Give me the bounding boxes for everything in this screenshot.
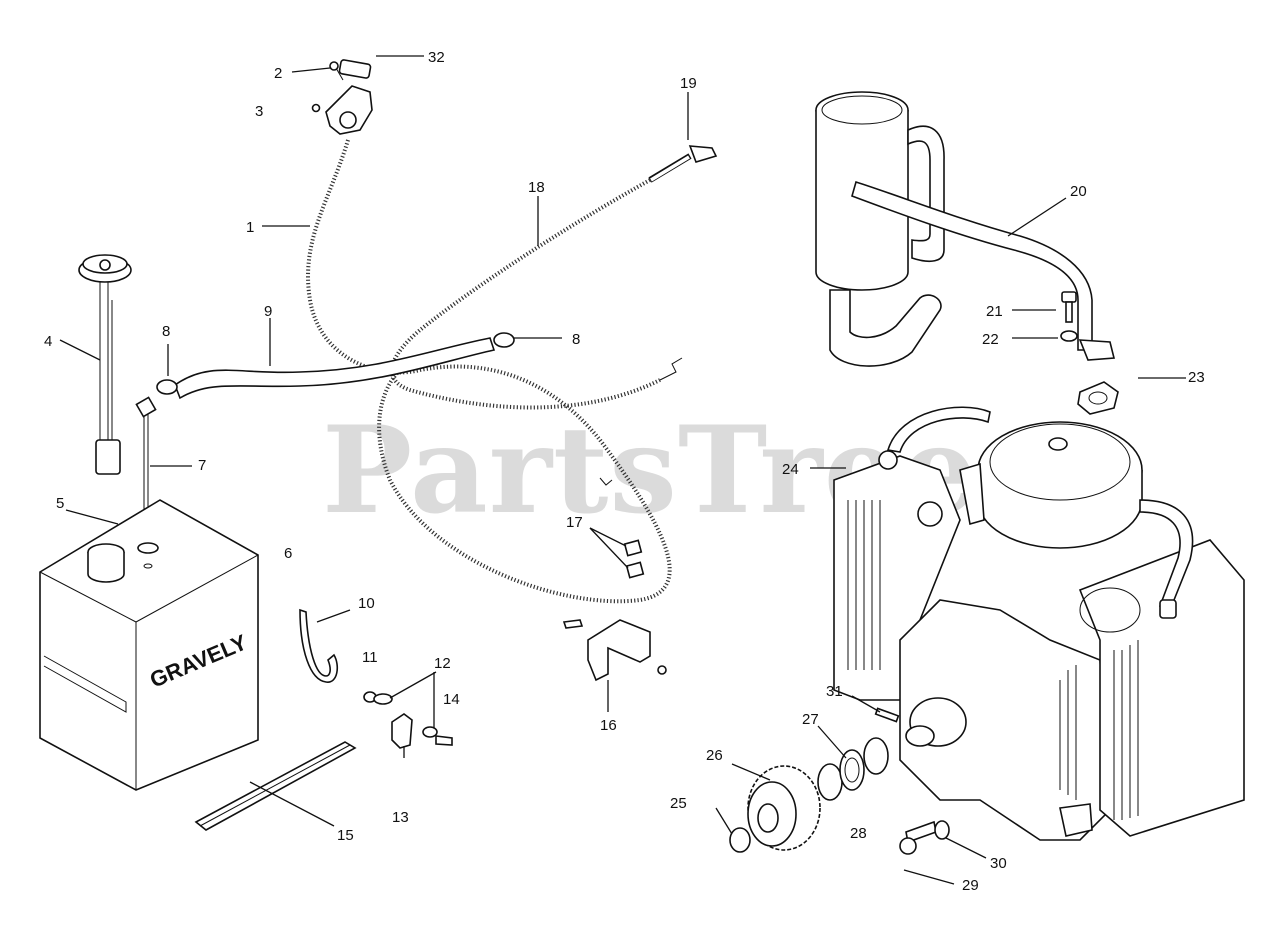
fuel-gauge-sender [78, 254, 132, 475]
callout-18: 18 [528, 179, 545, 196]
choke-cable [389, 178, 661, 410]
muffler [815, 91, 1116, 367]
muffler-bolt [1060, 291, 1078, 342]
tank-rail [194, 741, 357, 831]
callout-29: 29 [962, 877, 979, 894]
cable-bracket [562, 619, 667, 682]
throttle-control [311, 59, 373, 135]
callout-24: 24 [782, 461, 799, 478]
pto-gear [747, 765, 821, 851]
callout-10: 10 [358, 595, 375, 612]
callout-32: 32 [428, 49, 445, 66]
callout-6: 6 [284, 545, 292, 562]
leader-lines [59, 55, 1186, 885]
callout-13: 13 [392, 809, 409, 826]
callout-1: 1 [246, 219, 254, 236]
fuel-line [174, 337, 496, 400]
callout-27: 27 [802, 711, 819, 728]
callout-3: 3 [255, 103, 263, 120]
hose-clamp [156, 332, 515, 395]
callout-12: 12 [434, 655, 451, 672]
throttle-cable [306, 139, 672, 604]
engine [833, 406, 1245, 841]
gear-bolt [899, 820, 950, 855]
callout-23: 23 [1188, 369, 1205, 386]
callout-labels: 1 2 3 4 5 6 7 8 8 9 10 11 12 13 14 15 16… [44, 49, 1205, 894]
callout-30: 30 [990, 855, 1007, 872]
retaining-ring [729, 827, 751, 853]
callout-4: 4 [44, 333, 52, 350]
cable-end-clip [599, 477, 613, 486]
shaft-key [874, 707, 900, 723]
callout-25: 25 [670, 795, 687, 812]
thrust-washers [817, 737, 889, 801]
callout-28: 28 [850, 825, 867, 842]
callout-7: 7 [198, 457, 206, 474]
callout-21: 21 [986, 303, 1003, 320]
callout-8: 8 [162, 323, 170, 340]
callout-9: 9 [264, 303, 272, 320]
callout-5: 5 [56, 495, 64, 512]
callout-15: 15 [337, 827, 354, 844]
tank-strap [299, 608, 339, 683]
callout-2: 2 [274, 65, 282, 82]
callout-31: 31 [826, 683, 843, 700]
callout-8-right: 8 [572, 331, 580, 348]
callout-16: 16 [600, 717, 617, 734]
cable-end-wire [659, 357, 683, 381]
exhaust-gasket [1077, 381, 1119, 415]
cable-clips [623, 539, 645, 579]
fuel-tank: GRAVELY [39, 499, 259, 791]
callout-26: 26 [706, 747, 723, 764]
callout-17: 17 [566, 514, 583, 531]
callout-11: 11 [362, 649, 378, 666]
callout-22: 22 [982, 331, 999, 348]
callout-14: 14 [443, 691, 460, 708]
callout-19: 19 [680, 75, 697, 92]
tank-mount-hardware [363, 691, 453, 749]
callout-20: 20 [1070, 183, 1087, 200]
choke-knob [648, 145, 718, 183]
